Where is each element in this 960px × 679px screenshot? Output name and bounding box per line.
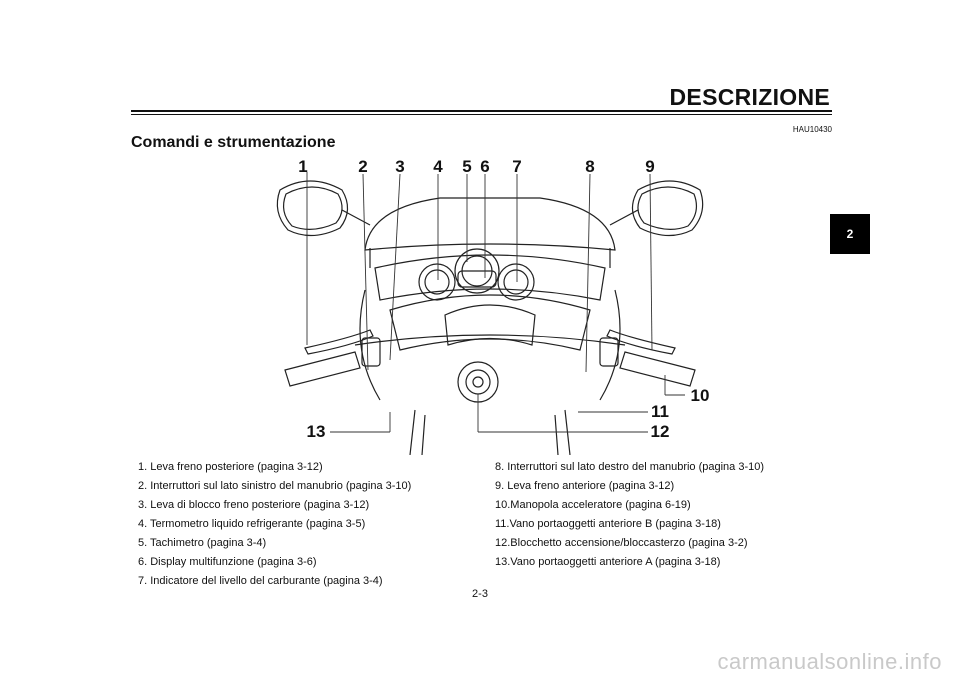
list-item: 2. Interruttori sul lato sinistro del ma… xyxy=(138,480,412,492)
list-item: 6. Display multifunzione (pagina 3-6) xyxy=(138,556,317,568)
callout-8: 8 xyxy=(585,157,595,176)
dashboard xyxy=(374,254,606,301)
list-item: 9. Leva freno anteriore (pagina 3-12) xyxy=(495,480,675,492)
legend-left: 1. Leva freno posteriore (pagina 3-12) 2… xyxy=(138,458,478,591)
windshield xyxy=(364,197,616,251)
handlebar xyxy=(354,334,626,346)
leader-lines xyxy=(306,172,685,433)
callout-13: 13 xyxy=(306,422,326,441)
list-item: 10.Manopola acceleratore (pagina 6-19) xyxy=(495,499,691,511)
list-item: 7. Indicatore del livello del carburante… xyxy=(138,575,383,587)
watermark[interactable]: carmanualsonline.info xyxy=(717,649,942,674)
right-mirror xyxy=(609,180,704,237)
callout-12: 12 xyxy=(650,422,670,441)
header-rule-thin xyxy=(131,114,832,115)
list-item: 3. Leva di blocco freno posteriore (pagi… xyxy=(138,499,370,511)
left-grip xyxy=(284,351,361,387)
callout-11: 11 xyxy=(651,402,669,421)
list-item: 1. Leva freno posteriore (pagina 3-12) xyxy=(138,461,323,473)
right-grip xyxy=(619,351,696,387)
header-rule xyxy=(131,110,832,112)
callout-6: 6 xyxy=(480,157,490,176)
chapter-tab[interactable]: 2 xyxy=(830,214,870,254)
section-code: HAU10430 xyxy=(792,125,832,134)
callout-5: 5 xyxy=(462,157,472,176)
callout-1: 1 xyxy=(298,157,308,176)
left-brake-lever xyxy=(304,329,374,355)
right-brake-lever xyxy=(606,329,676,355)
callout-7: 7 xyxy=(512,157,522,176)
legend-right: 8. Interruttori sul lato destro del manu… xyxy=(495,458,825,572)
list-item: 4. Termometro liquido refrigerante (pagi… xyxy=(138,518,366,530)
list-item: 13.Vano portaoggetti anteriore A (pagina… xyxy=(495,556,721,568)
callout-4: 4 xyxy=(433,157,443,176)
section-title: Comandi e strumentazione xyxy=(131,134,336,151)
callout-3: 3 xyxy=(395,157,405,176)
page-number: 2-3 xyxy=(472,588,488,600)
callout-2: 2 xyxy=(358,157,368,176)
handlebar-figure: 1 2 3 4 5 6 7 8 9 10 11 12 13 xyxy=(270,150,710,456)
list-item: 12.Blocchetto accensione/bloccasterzo (p… xyxy=(495,537,748,549)
handlebar-cover xyxy=(444,304,536,346)
list-item: 8. Interruttori sul lato destro del manu… xyxy=(495,461,765,473)
list-item: 5. Tachimetro (pagina 3-4) xyxy=(138,537,267,549)
header-title: DESCRIZIONE xyxy=(669,84,830,110)
callout-9: 9 xyxy=(645,157,655,176)
left-mirror xyxy=(276,180,371,237)
gauge-cluster xyxy=(418,248,535,301)
handlebar-illustration xyxy=(276,172,704,456)
callout-10: 10 xyxy=(690,386,710,405)
list-item: 11.Vano portaoggetti anteriore B (pagina… xyxy=(495,518,721,530)
